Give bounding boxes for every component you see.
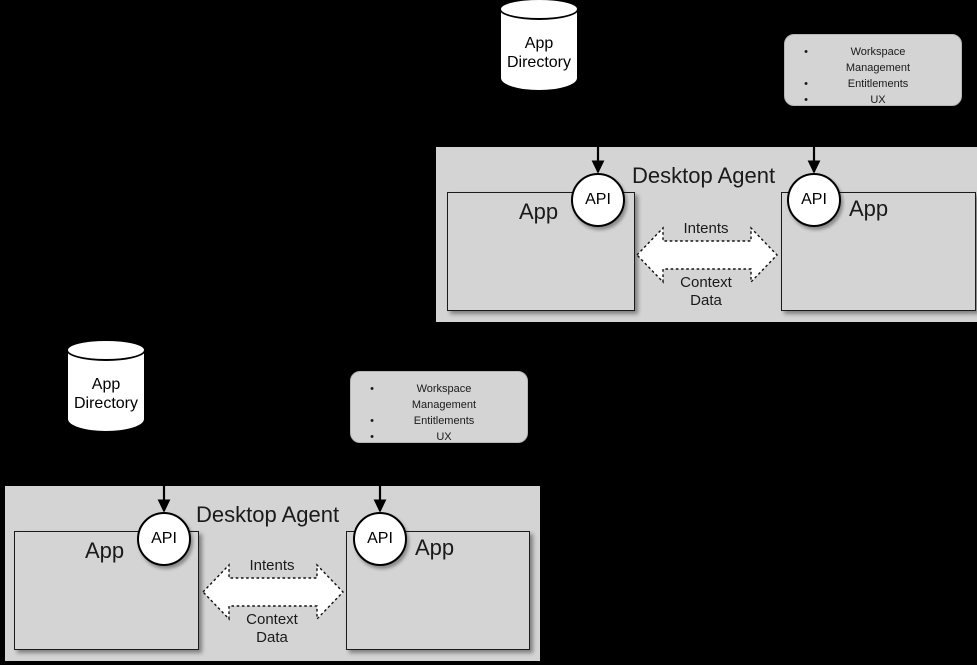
app-directory-line2: Directory [73,395,138,412]
capability-item: • Entitlements [793,76,951,92]
capability-label: Workspace Management [845,46,911,74]
capability-item: • Workspace Management [359,381,517,413]
bullet-icon: • [370,431,374,443]
app-directory-label: App Directory [66,375,146,413]
bullet-icon: • [804,94,808,106]
desktop-agent-title: Desktop Agent [632,163,776,188]
cylinder-top-ellipse [499,0,579,20]
cylinder-body [499,8,579,92]
bullet-icon: • [370,383,374,395]
api-circle-left: API [137,512,191,566]
capability-label: Entitlements [413,415,475,427]
api-circle-left: API [571,173,625,227]
app-directory-cylinder: App Directory [499,0,583,98]
context-data-label: Context Data [231,611,313,647]
capability-label: UX [870,94,886,106]
capability-item: • Entitlements [359,413,517,429]
context-data-line2: Data [690,292,722,309]
api-circle-right: API [353,512,407,566]
app-label-right: App [415,535,455,560]
api-circle-right: API [787,173,841,227]
context-data-line2: Data [256,629,288,646]
cylinder-top-ellipse [66,339,146,361]
intents-label: Intents [249,557,295,574]
app-label-left: App [519,199,559,224]
capabilities-box: • Workspace Management • Entitlements • … [350,371,528,443]
app-directory-line2: Directory [506,54,571,71]
diagram-upper: App Directory • Workspace Management • E… [0,0,977,330]
app-directory-line1: App [91,376,121,393]
capability-label: Workspace Management [411,383,477,411]
app-label-left: App [85,538,125,563]
app-directory-line1: App [524,35,554,52]
capability-label: UX [436,431,452,443]
app-directory-label: App Directory [499,34,579,72]
bullet-icon: • [370,415,374,427]
app-directory-cylinder: App Directory [66,339,150,439]
app-label-right: App [849,196,889,221]
cylinder-body [66,349,146,433]
context-data-line1: Context [246,611,298,628]
bullet-icon: • [804,46,808,58]
capability-item: • Workspace Management [793,44,951,76]
capabilities-box: • Workspace Management • Entitlements • … [784,34,962,106]
bullet-icon: • [804,78,808,90]
capability-label: Entitlements [847,78,909,90]
desktop-agent-title: Desktop Agent [196,502,340,527]
capability-item: • UX [359,429,517,445]
capability-item: • UX [793,92,951,108]
